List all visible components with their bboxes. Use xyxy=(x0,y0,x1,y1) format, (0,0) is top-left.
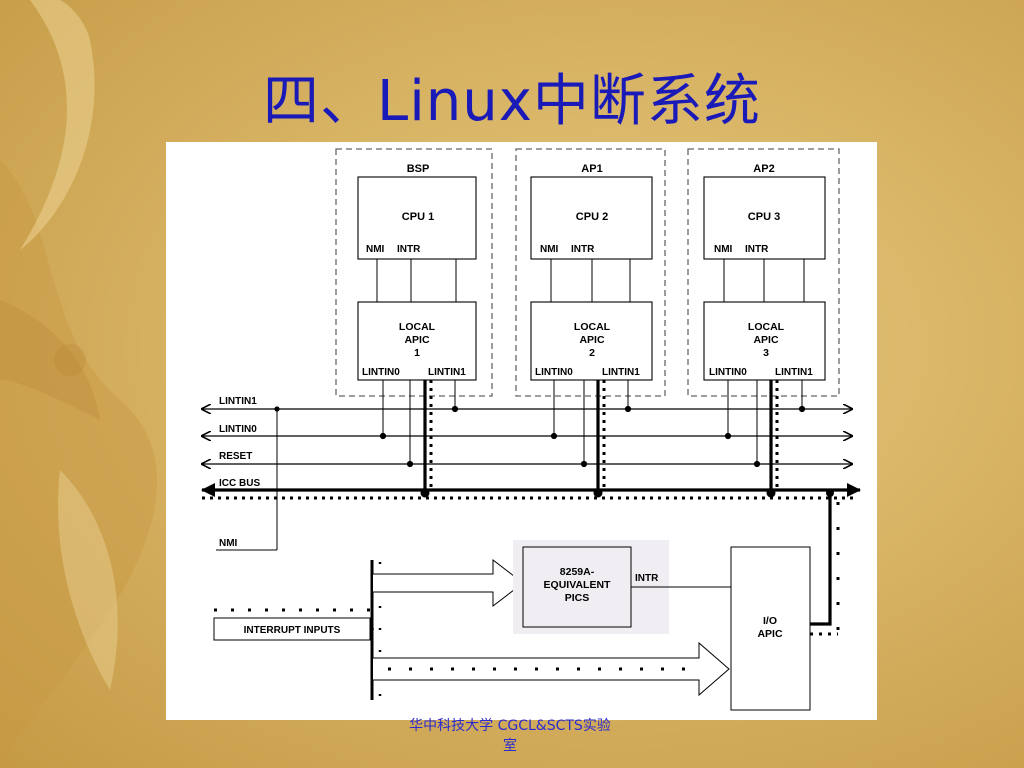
apic-bus-connections xyxy=(379,380,806,498)
apic-architecture-diagram: BSP CPU 1 NMI INTR LOCAL APIC 1 LINTIN0 … xyxy=(166,142,877,720)
cpu-box xyxy=(703,176,826,260)
processor-group-ap1: AP1 CPU 2 NMI INTR LOCAL APIC 2 LINTIN0 … xyxy=(515,148,666,397)
lintin0-pin-label: LINTIN0 xyxy=(535,367,573,378)
apic-label-line1: LOCAL xyxy=(748,321,785,333)
apic-label-line3: 2 xyxy=(589,347,595,359)
local-apic-box xyxy=(357,301,477,381)
footer-line-1: 华中科技大学 CGCL&SCTS实验 xyxy=(409,718,611,734)
lintin1-pin-label: LINTIN1 xyxy=(775,367,813,378)
nmi-pin-label: NMI xyxy=(714,244,733,255)
apic-label-line2: APIC xyxy=(404,334,430,346)
group-label: BSP xyxy=(407,163,430,175)
hollow-arrow-to-io-apic xyxy=(373,641,730,697)
lintin0-pin-label: LINTIN0 xyxy=(362,367,400,378)
lintin1-bus-label: LINTIN1 xyxy=(219,396,257,407)
footer-caption: 华中科技大学 CGCL&SCTS实验 室 xyxy=(340,716,680,756)
cpu-label: CPU 1 xyxy=(402,211,434,223)
interrupt-inputs-section: INTERRUPT INPUTS xyxy=(213,560,382,700)
bus-lines: LINTIN1 LINTIN0 RESET ICC BUS xyxy=(201,396,861,500)
group-label: AP2 xyxy=(753,163,774,175)
group-label: AP1 xyxy=(581,163,602,175)
lintin1-pin-label: LINTIN1 xyxy=(602,367,640,378)
cpu-box xyxy=(357,176,477,260)
icc-bus-label: ICC BUS xyxy=(219,478,260,489)
intr-pin-label: INTR xyxy=(397,244,421,255)
processor-group-bsp: BSP CPU 1 NMI INTR LOCAL APIC 1 LINTIN0 … xyxy=(335,148,493,397)
apic-label-line1: LOCAL xyxy=(574,321,611,333)
nmi-connection: NMI xyxy=(216,406,280,551)
local-apic-box xyxy=(530,301,653,381)
nmi-pin-label: NMI xyxy=(366,244,385,255)
cpu-label: CPU 2 xyxy=(576,211,608,223)
apic-label-line2: APIC xyxy=(579,334,605,346)
interrupt-inputs-label: INTERRUPT INPUTS xyxy=(244,625,341,636)
lintin0-pin-label: LINTIN0 xyxy=(709,367,747,378)
apic-label-line3: 1 xyxy=(414,347,420,359)
footer-line-2: 室 xyxy=(503,738,517,754)
intr-pin-label: INTR xyxy=(745,244,769,255)
apic-label-line2: APIC xyxy=(753,334,779,346)
io-apic-icc-connection xyxy=(810,489,840,636)
io-apic-box xyxy=(730,546,811,711)
io-apic-label-line2: APIC xyxy=(757,628,783,640)
io-apic-label-line1: I/O xyxy=(763,615,777,627)
hollow-arrow-to-pics xyxy=(373,558,524,608)
slide-title: 四、Linux中断系统 xyxy=(263,69,761,134)
local-apic-box xyxy=(703,301,826,381)
lintin1-pin-label: LINTIN1 xyxy=(428,367,466,378)
intr-pin-label: INTR xyxy=(571,244,595,255)
cpu-box xyxy=(530,176,653,260)
cpu-label: CPU 3 xyxy=(748,211,780,223)
reset-bus-label: RESET xyxy=(219,451,252,462)
intr-label: INTR xyxy=(635,573,659,584)
processor-group-ap2: AP2 CPU 3 NMI INTR LOCAL APIC 3 LINTIN0 … xyxy=(687,148,840,397)
apic-label-line1: LOCAL xyxy=(399,321,436,333)
apic-label-line3: 3 xyxy=(763,347,769,359)
nmi-pin-label: NMI xyxy=(540,244,559,255)
pic-label-line3: PICS xyxy=(565,592,590,604)
lintin0-bus-label: LINTIN0 xyxy=(219,424,257,435)
pic-label-line2: EQUIVALENT xyxy=(544,579,611,591)
nmi-label: NMI xyxy=(219,538,238,549)
pic-label-line1: 8259A- xyxy=(560,566,595,578)
